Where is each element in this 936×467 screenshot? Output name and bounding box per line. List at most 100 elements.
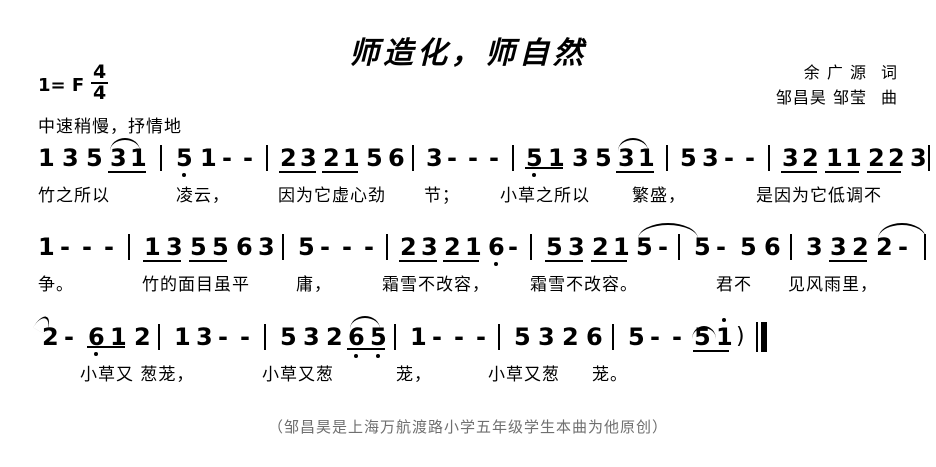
note: 5 — [298, 233, 315, 261]
note: - — [243, 144, 253, 172]
barline — [264, 324, 266, 350]
key-and-meter: 1= F 4 4 — [38, 61, 109, 105]
note: 1 — [548, 144, 565, 172]
note: 3 — [538, 323, 555, 351]
note: 2 — [802, 144, 819, 172]
time-signature: 4 4 — [91, 61, 109, 103]
note-row-1: 1 3 5 3 1 5 1 - - 2 3 2 1 5 6 3 - - — [0, 138, 936, 183]
note: - — [432, 323, 442, 351]
lyric-syllable: 节； — [424, 186, 460, 206]
note: 2 — [400, 233, 417, 261]
note: 1 — [110, 323, 127, 351]
tie-arc — [618, 138, 648, 151]
note: 3 — [166, 233, 183, 261]
music-system-1: 1 3 5 3 1 5 1 - - 2 3 2 1 5 6 3 - - — [0, 138, 936, 213]
beam-line — [616, 171, 654, 173]
note-row-3: 2 - 6 1 2 1 3 - - 5 3 2 6 5 1 - - — [0, 313, 936, 362]
barline — [928, 145, 930, 171]
lyricist-row: 余 广 源词 — [776, 60, 898, 85]
beam-line — [347, 348, 385, 350]
note: 5 — [370, 323, 387, 351]
beam-line — [825, 171, 859, 173]
octave-dot-low — [182, 173, 186, 177]
note: 2 — [562, 323, 579, 351]
lyric-syllable: 是因为它低调不 — [756, 186, 882, 206]
note: 2 — [888, 144, 905, 172]
note: - — [64, 323, 74, 351]
note: 5 — [628, 323, 645, 351]
note: - — [82, 233, 92, 261]
lyricist-name: 余 广 源 — [803, 63, 867, 82]
lyric-row-3: 小草又 葱茏， 小草又葱 茏， 小草又葱 茏。 — [0, 362, 936, 392]
note: 3 — [618, 144, 635, 172]
lyricist-role: 词 — [880, 63, 898, 82]
note: 2 — [323, 144, 340, 172]
note: 6 — [388, 144, 405, 172]
beam-line — [108, 171, 146, 173]
note: 2 — [42, 323, 59, 351]
note: - — [476, 323, 486, 351]
note: 1 — [130, 144, 147, 172]
barline — [666, 145, 668, 171]
note: 6 — [488, 233, 505, 261]
lyric-syllable: 争。 — [38, 275, 74, 295]
beam-line — [525, 167, 563, 169]
barline — [530, 234, 532, 260]
beam-line — [781, 171, 817, 173]
note: 2 — [868, 144, 885, 172]
beam-line — [189, 260, 227, 262]
tie-arc — [110, 138, 140, 151]
slur-arc — [692, 326, 716, 339]
lyric-syllable: 小草又葱 — [262, 365, 334, 385]
note: - — [240, 323, 250, 351]
note: 3 — [702, 144, 719, 172]
barline — [412, 145, 414, 171]
note: 1 — [38, 144, 55, 172]
note: 3 — [568, 233, 585, 261]
note: - — [342, 233, 352, 261]
note: 6 — [236, 233, 253, 261]
note: 3 — [426, 144, 443, 172]
note: 5 — [86, 144, 103, 172]
barline — [790, 234, 792, 260]
beam-line — [591, 260, 627, 262]
barline — [498, 324, 500, 350]
barline — [678, 234, 680, 260]
barline — [386, 234, 388, 260]
note: 1 — [200, 144, 217, 172]
note: 5 — [636, 233, 653, 261]
barline — [266, 145, 268, 171]
note: 5 — [546, 233, 563, 261]
composer-row: 邹昌昊 邹莹曲 — [776, 85, 898, 110]
note: - — [724, 144, 734, 172]
note: 6 — [88, 323, 105, 351]
note: 3 — [910, 144, 927, 172]
final-double-barline — [756, 322, 767, 352]
time-signature-numerator: 4 — [93, 61, 107, 83]
note: - — [745, 144, 755, 172]
tie-arc — [350, 316, 380, 329]
note: 6 — [764, 233, 781, 261]
note: 1 — [826, 144, 843, 172]
note: 1 — [174, 323, 191, 351]
barline — [612, 324, 614, 350]
note: 3 — [258, 233, 275, 261]
lyric-row-2: 争。 竹的面目虽平 庸， 霜雪不改容， 霜雪不改容。 君不 见风雨里， — [0, 272, 936, 302]
note: - — [222, 144, 232, 172]
composer-role: 曲 — [880, 88, 898, 107]
note: 3 — [62, 144, 79, 172]
note: 3 — [110, 144, 127, 172]
note-row-2: 1 - - - 1 3 5 5 6 3 5 - - - 2 3 2 1 6 - — [0, 223, 936, 272]
closing-paren: ) — [736, 324, 745, 349]
note: 3 — [572, 144, 589, 172]
note: 3 — [421, 233, 438, 261]
lyric-syllable: 小草之所以 — [500, 186, 590, 206]
barline — [924, 234, 926, 260]
lyric-syllable: 竹的面目虽平 — [142, 275, 250, 295]
note: 6 — [348, 323, 365, 351]
note: 6 — [586, 323, 603, 351]
note: 2 — [326, 323, 343, 351]
barline — [512, 145, 514, 171]
lyric-syllable: 君不 — [716, 275, 752, 295]
beam-line — [87, 346, 125, 348]
